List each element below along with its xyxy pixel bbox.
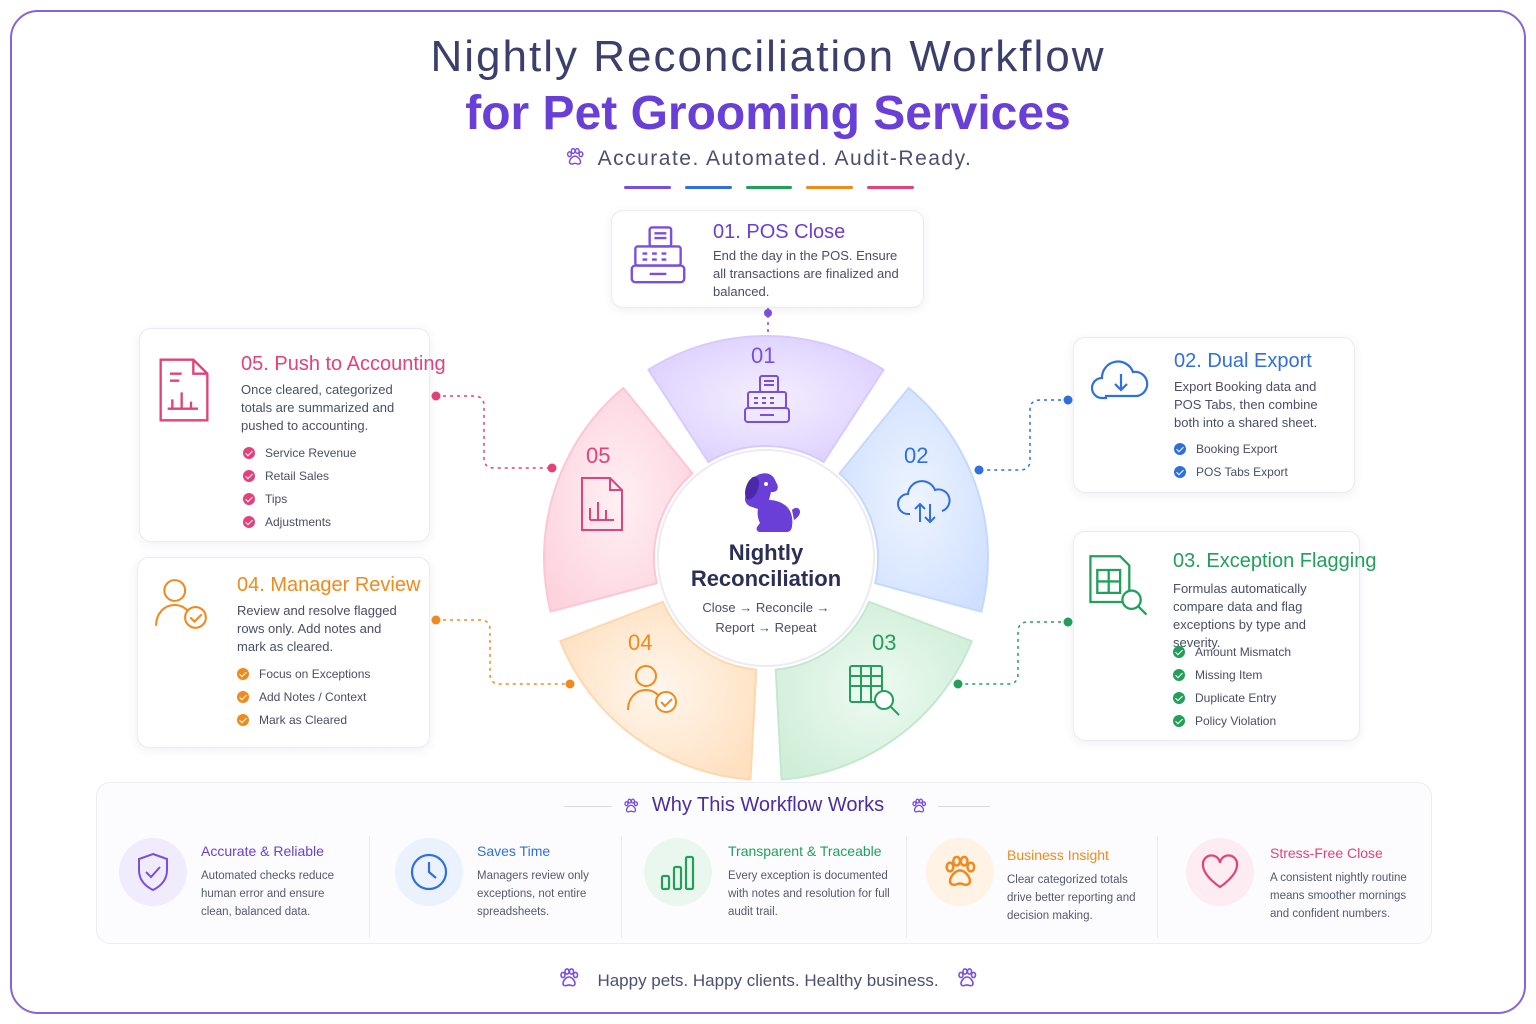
divider — [621, 836, 622, 938]
clock-icon — [395, 838, 463, 906]
paw-icon — [910, 797, 928, 820]
ring-label-02: 02 — [904, 443, 929, 468]
step-card-pos-close: 01. POS Close End the day in the POS. En… — [611, 210, 924, 308]
ring-label-05: 05 — [586, 443, 611, 468]
step-description: Once cleared, categorized totals are sum… — [241, 382, 395, 433]
check-item: Amount Mismatch — [1173, 640, 1291, 663]
check-item: Policy Violation — [1173, 709, 1291, 732]
cash-register-icon — [628, 225, 688, 292]
check-icon — [1173, 714, 1185, 727]
check-item: POS Tabs Export — [1174, 460, 1288, 483]
dog-icon — [738, 470, 804, 539]
divider-line — [564, 806, 612, 807]
user-check-icon — [154, 578, 210, 637]
step-title: 03. Exception Flagging — [1173, 550, 1377, 572]
checklist: Service Revenue Retail Sales Tips Adjust… — [243, 441, 356, 533]
check-icon — [237, 667, 249, 680]
check-item: Focus on Exceptions — [237, 662, 370, 685]
step-card-manager-review: 04. Manager Review Review and resolve fl… — [137, 557, 430, 748]
ring-label-01: 01 — [751, 343, 776, 368]
report-document-icon — [578, 476, 626, 537]
step-title: 02. Dual Export — [1174, 350, 1312, 372]
center-subtitle: Close → Reconcile → Report → Repeat — [702, 600, 830, 635]
check-item: Duplicate Entry — [1173, 686, 1291, 709]
footer-text: Happy pets. Happy clients. Healthy busin… — [597, 971, 939, 990]
cloud-download-icon — [1090, 354, 1152, 409]
report-document-icon — [156, 357, 212, 428]
color-bars — [624, 186, 914, 190]
check-item: Service Revenue — [243, 441, 356, 464]
bar-chart-icon — [644, 838, 712, 906]
step-card-push-to-accounting: 05. Push to Accounting Once cleared, cat… — [139, 328, 446, 542]
step-title: 04. Manager Review — [237, 574, 421, 596]
paw-icon — [564, 146, 586, 174]
paw-icon — [622, 797, 640, 820]
check-icon — [1174, 465, 1186, 478]
check-item: Tips — [243, 487, 356, 510]
check-icon — [1173, 668, 1185, 681]
ring-segment-03 — [774, 600, 973, 781]
workflow-ring — [543, 335, 989, 781]
check-item: Booking Export — [1174, 437, 1288, 460]
divider — [906, 836, 907, 938]
why-panel — [96, 782, 1432, 944]
step-title: 05. Push to Accounting — [241, 353, 446, 375]
page-title: Nightly Reconciliation Workflow — [430, 32, 1106, 81]
check-icon — [237, 690, 249, 703]
step-description: Formulas automatically compare data and … — [1173, 581, 1307, 650]
step-card-exception-flagging: 03. Exception Flagging Formulas automati… — [1073, 531, 1376, 741]
checklist: Amount Mismatch Missing Item Duplicate E… — [1173, 640, 1291, 732]
spreadsheet-search-icon — [1088, 554, 1150, 623]
spreadsheet-search-icon — [848, 662, 902, 723]
check-icon — [1173, 645, 1185, 658]
ring-label-04: 04 — [628, 630, 653, 655]
check-item: Add Notes / Context — [237, 685, 370, 708]
tagline-text: Accurate. Automated. Audit-Ready. — [597, 147, 973, 170]
center-title: Nightly Reconciliation — [690, 540, 842, 591]
paw-icon — [926, 838, 994, 906]
divider — [1157, 836, 1158, 938]
cloud-sync-icon — [896, 478, 954, 533]
step-card-dual-export: 02. Dual Export Export Booking data and … — [1073, 337, 1355, 493]
shield-check-icon — [119, 838, 187, 906]
check-item: Adjustments — [243, 510, 356, 533]
step-description: Review and resolve flagged rows only. Ad… — [237, 603, 397, 654]
user-check-icon — [626, 664, 680, 721]
check-item: Missing Item — [1173, 663, 1291, 686]
check-item: Retail Sales — [243, 464, 356, 487]
footer: Happy pets. Happy clients. Healthy busin… — [0, 966, 1536, 995]
step-description: Export Booking data and POS Tabs, then c… — [1174, 379, 1318, 430]
paw-icon — [557, 966, 581, 995]
page-subtitle: for Pet Grooming Services — [465, 87, 1071, 140]
step-title: 01. POS Close — [713, 221, 846, 243]
check-icon — [243, 469, 255, 482]
checklist: Booking Export POS Tabs Export — [1174, 437, 1288, 483]
paw-icon — [955, 966, 979, 995]
check-icon — [237, 713, 249, 726]
checklist: Focus on Exceptions Add Notes / Context … — [237, 662, 370, 731]
divider-line — [938, 806, 990, 807]
divider — [369, 836, 370, 938]
ring-segment-04 — [559, 600, 758, 781]
check-icon — [1174, 442, 1186, 455]
check-icon — [1173, 691, 1185, 704]
step-description: End the day in the POS. Ensure all trans… — [713, 248, 899, 299]
why-title: Why This Workflow Works — [651, 794, 885, 816]
ring-label-03: 03 — [872, 630, 897, 655]
ring-segment-05 — [543, 386, 694, 613]
tagline: Accurate. Automated. Audit-Ready. — [0, 146, 1536, 174]
check-icon — [243, 446, 255, 459]
check-icon — [243, 492, 255, 505]
cash-register-icon — [742, 374, 792, 431]
heart-icon — [1186, 838, 1254, 906]
check-icon — [243, 515, 255, 528]
check-item: Mark as Cleared — [237, 708, 370, 731]
ring-segment-02 — [838, 386, 989, 613]
